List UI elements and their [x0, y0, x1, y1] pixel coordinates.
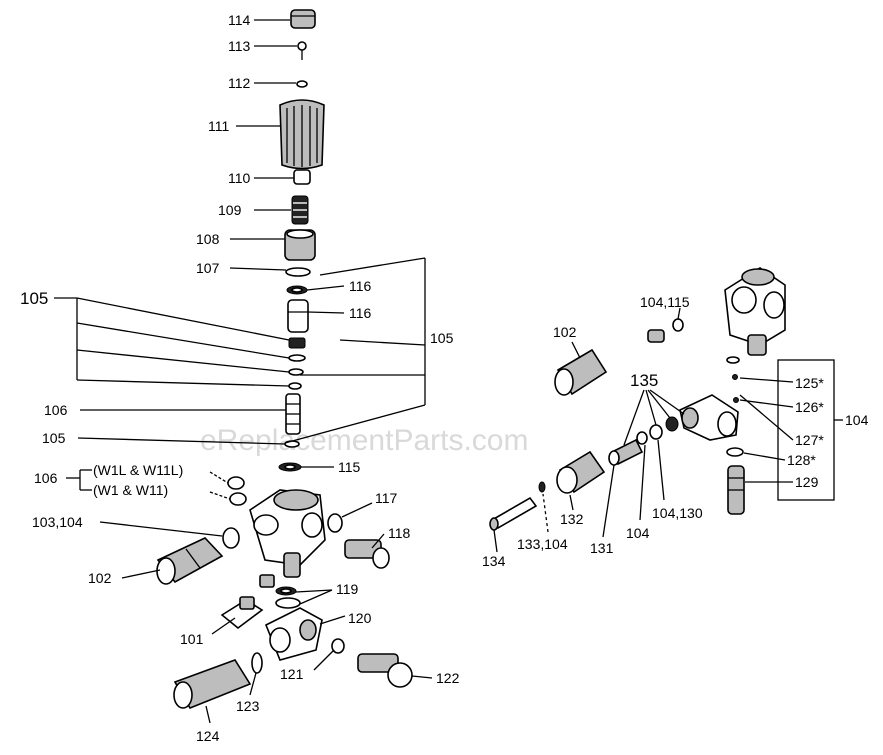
- label-104-kit: 104: [845, 412, 869, 428]
- part-123-oring: [251, 652, 263, 674]
- label-125: 125*: [795, 375, 824, 391]
- label-114: 114: [228, 12, 251, 28]
- part-133-ring: [538, 481, 546, 493]
- label-106-fittings: 106: [34, 470, 58, 486]
- label-108: 108: [196, 231, 220, 247]
- label-w1-variant: (W1 & W11): [93, 482, 168, 498]
- label-111: 111: [208, 118, 229, 134]
- part-116-seal-upper: [286, 285, 308, 295]
- part-119-seals: [259, 574, 301, 609]
- part-103-oring: [222, 527, 240, 549]
- part-129-bolt: [727, 465, 745, 515]
- label-105-left: 105: [20, 289, 48, 308]
- part-131-stem: [608, 438, 644, 466]
- label-120: 120: [348, 610, 372, 626]
- part-106-stem: [285, 393, 301, 435]
- label-129: 129: [795, 474, 819, 490]
- label-110: 110: [228, 170, 251, 186]
- label-124: 124: [196, 728, 220, 744]
- label-w1l-variant: (W1L & W11L): [93, 462, 183, 478]
- part-105-stack: [288, 337, 306, 390]
- label-135: 135: [630, 371, 658, 390]
- part-120-housing: [264, 607, 323, 661]
- part-135-seals: [636, 416, 679, 445]
- part-109-spring: [291, 195, 309, 225]
- part-124-pipe: [173, 659, 252, 710]
- label-104-115: 104,115: [640, 294, 690, 310]
- label-106-stem: 106: [44, 402, 68, 418]
- label-115: 115: [338, 459, 361, 475]
- part-134-pin: [489, 496, 538, 531]
- label-105-right: 105: [430, 330, 454, 346]
- label-123: 123: [236, 698, 260, 714]
- part-102-pipe-left: [156, 537, 224, 585]
- label-102-right: 102: [553, 324, 577, 340]
- part-101-bracket: [220, 596, 264, 630]
- part-114-cap: [290, 9, 316, 29]
- part-121-ring: [331, 638, 345, 654]
- label-103-104: 103,104: [32, 514, 83, 530]
- label-128: 128*: [787, 452, 816, 468]
- part-108-valve-body: [284, 229, 316, 261]
- part-104-115-fitting: [647, 318, 684, 343]
- part-117-ring: [327, 513, 343, 533]
- label-102-left: 102: [88, 570, 112, 586]
- label-132: 132: [560, 511, 584, 527]
- part-116-sleeve: [287, 299, 309, 333]
- part-106-fittings: [227, 476, 247, 506]
- label-116-upper: 116: [349, 278, 372, 294]
- label-112: 112: [228, 75, 251, 91]
- pump-manifold-body: [249, 489, 326, 578]
- part-107-oring: [285, 267, 311, 277]
- label-126: 126*: [795, 399, 824, 415]
- seal-kit-bracket: [777, 359, 835, 501]
- part-102-pipe-right: [554, 348, 608, 396]
- label-104-130: 104,130: [652, 505, 703, 521]
- label-121: 121: [280, 666, 304, 682]
- label-133-104: 133,104: [517, 536, 568, 552]
- part-111-filter: [279, 99, 325, 170]
- leaders-left: [54, 19, 433, 724]
- label-131: 131: [590, 540, 614, 556]
- label-122: 122: [436, 670, 460, 686]
- part-113-screw: [297, 41, 307, 60]
- label-104-lower: 104: [626, 525, 650, 541]
- part-118-plug: [344, 539, 390, 569]
- part-112-washer: [296, 80, 308, 88]
- part-115-seal: [278, 462, 302, 472]
- label-134: 134: [482, 553, 506, 569]
- label-117: 117: [375, 490, 398, 506]
- right-pump-head: [724, 267, 786, 356]
- right-elbow-assembly: [679, 394, 739, 441]
- label-107: 107: [196, 260, 220, 276]
- seal-kit-125-128: [726, 356, 744, 457]
- label-113: 113: [228, 38, 251, 54]
- label-116-sleeve: 116: [349, 305, 372, 321]
- watermark: eReplacementParts.com: [200, 424, 528, 457]
- label-109: 109: [218, 202, 242, 218]
- label-105-lower: 105: [42, 430, 66, 446]
- leaders-right: [493, 307, 843, 553]
- part-122-bolt: [357, 653, 413, 688]
- label-119: 119: [336, 581, 359, 597]
- part-132-housing: [556, 450, 606, 494]
- label-127: 127*: [795, 432, 824, 448]
- label-101: 101: [180, 631, 204, 647]
- callout-labels: 114 113 112 111 110 109 108 107 116 116 …: [20, 12, 869, 744]
- part-110-nozzle: [293, 169, 311, 185]
- label-118: 118: [388, 525, 411, 541]
